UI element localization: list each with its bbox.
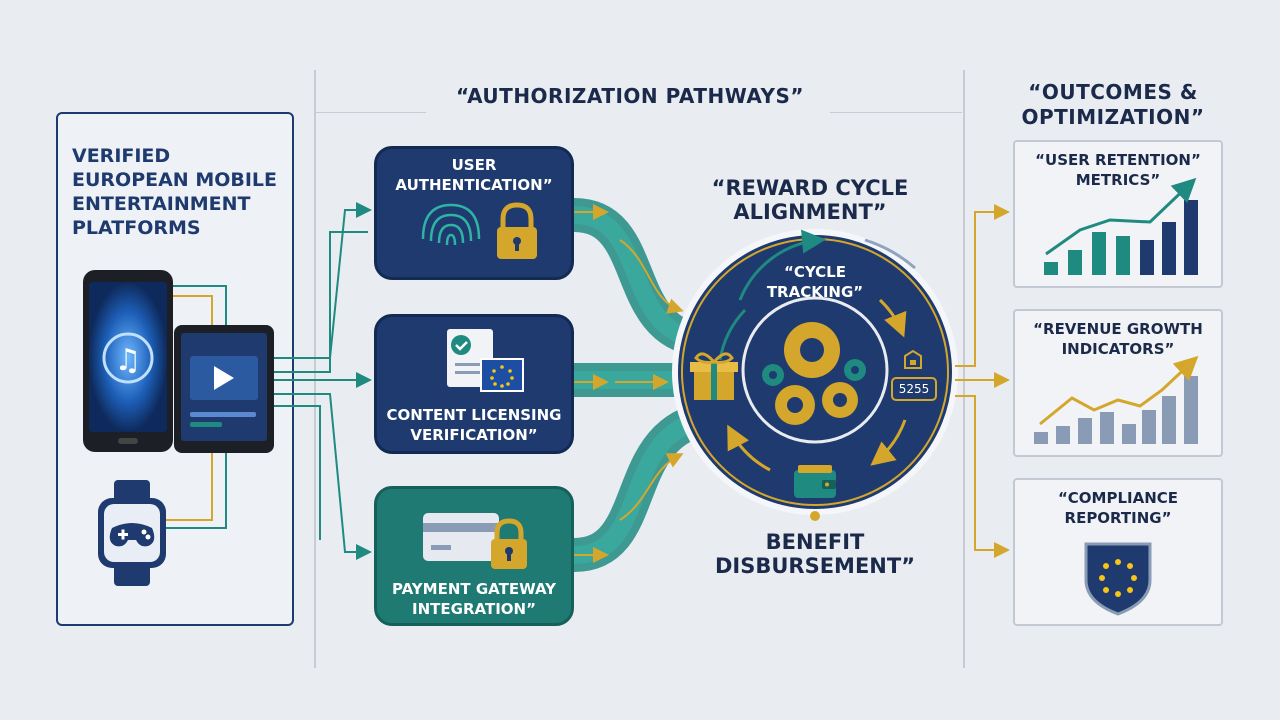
padlock-icon: [491, 518, 527, 569]
revenue-growth-label: “REVENUE GROWTH INDICATORS”: [1015, 319, 1221, 359]
right-divider: [963, 70, 965, 668]
user-authentication-box: USER AUTHENTICATION”: [374, 146, 574, 280]
secure-badge-icon: [891, 349, 937, 401]
label-line: DISBURSEMENT”: [714, 554, 915, 578]
fingerprint-lock-icons: [421, 202, 537, 259]
outcomes-heading-line2: OPTIMIZATION”: [1021, 105, 1205, 129]
cycle-tracking-label: “CYCLE TRACKING”: [745, 262, 885, 302]
label-line: BENEFIT: [765, 530, 865, 554]
label-line: “REVENUE GROWTH: [1033, 320, 1203, 338]
platforms-title: VERIFIED EUROPEAN MOBILE ENTERTAINMENT P…: [72, 144, 292, 240]
benefit-disbursement-label: BENEFIT DISBURSEMENT”: [705, 530, 925, 578]
payment-gateway-box: PAYMENT GATEWAY INTEGRATION”: [374, 486, 574, 626]
credit-card-icon: [423, 513, 499, 561]
fingerprint-icon: [421, 203, 481, 246]
title-line: ALIGNMENT”: [733, 200, 887, 224]
label-line: “COMPLIANCE: [1057, 489, 1179, 507]
header-rule-right: [830, 112, 962, 113]
smartwatch-icon: [98, 480, 166, 586]
label-line: VERIFICATION”: [410, 426, 538, 444]
gears-icon: [762, 322, 866, 425]
tablet-icon: [174, 325, 274, 453]
gift-icon: [690, 352, 738, 400]
content-licensing-label: CONTENT LICENSING VERIFICATION”: [377, 405, 571, 445]
card-lock-icons: [423, 513, 527, 569]
padlock-icon: [497, 202, 537, 259]
outcomes-heading-line1: “OUTCOMES &: [1028, 80, 1198, 104]
label-line: CONTENT LICENSING: [386, 406, 562, 424]
user-authentication-label: USER AUTHENTICATION”: [377, 155, 571, 195]
outcome-connectors: [955, 204, 1010, 558]
user-retention-label: “USER RETENTION” METRICS”: [1015, 150, 1221, 190]
svg-text:♫: ♫: [115, 343, 142, 378]
badge-code: 5255: [898, 382, 930, 396]
platforms-title-line: ENTERTAINMENT: [72, 193, 251, 215]
header-rule-left: [316, 112, 426, 113]
content-licensing-box: CONTENT LICENSING VERIFICATION”: [374, 314, 574, 454]
label-line: “USER RETENTION”: [1035, 151, 1201, 169]
label-line: AUTHENTICATION”: [395, 176, 553, 194]
label-line: USER: [451, 156, 497, 174]
reward-cycle-title: “REWARD CYCLE ALIGNMENT”: [690, 176, 930, 224]
eu-flag-icon: [480, 358, 524, 392]
wallet-icon: [794, 465, 836, 498]
label-line: INDICATORS”: [1061, 340, 1175, 358]
revenue-growth-box: “REVENUE GROWTH INDICATORS”: [1013, 309, 1223, 457]
smartphone-icon: ♫: [83, 270, 173, 452]
label-line: REPORTING”: [1064, 509, 1172, 527]
title-line: “REWARD CYCLE: [711, 176, 909, 200]
label-line: METRICS”: [1075, 171, 1161, 189]
compliance-reporting-label: “COMPLIANCE REPORTING”: [1015, 488, 1221, 528]
reward-cycle-circle: [672, 229, 958, 515]
platforms-title-line: EUROPEAN MOBILE: [72, 169, 278, 191]
user-retention-box: “USER RETENTION” METRICS”: [1013, 140, 1223, 288]
label-line: “CYCLE: [783, 263, 846, 281]
compliance-reporting-box: “COMPLIANCE REPORTING”: [1013, 478, 1223, 626]
platforms-title-line: PLATFORMS: [72, 217, 201, 239]
label-line: PAYMENT GATEWAY: [392, 580, 556, 598]
label-line: INTEGRATION”: [412, 600, 536, 618]
platforms-title-line: VERIFIED: [72, 145, 171, 167]
left-divider: [314, 70, 316, 668]
payment-gateway-label: PAYMENT GATEWAY INTEGRATION”: [377, 579, 571, 619]
outcomes-heading: “OUTCOMES & OPTIMIZATION”: [1000, 80, 1226, 130]
document-eu-icons: [447, 329, 524, 392]
device-connectors: [160, 202, 372, 560]
label-line: TRACKING”: [766, 283, 864, 301]
benefit-node-dot: [810, 511, 820, 521]
pathways-heading: “AUTHORIZATION PATHWAYS”: [456, 84, 804, 108]
